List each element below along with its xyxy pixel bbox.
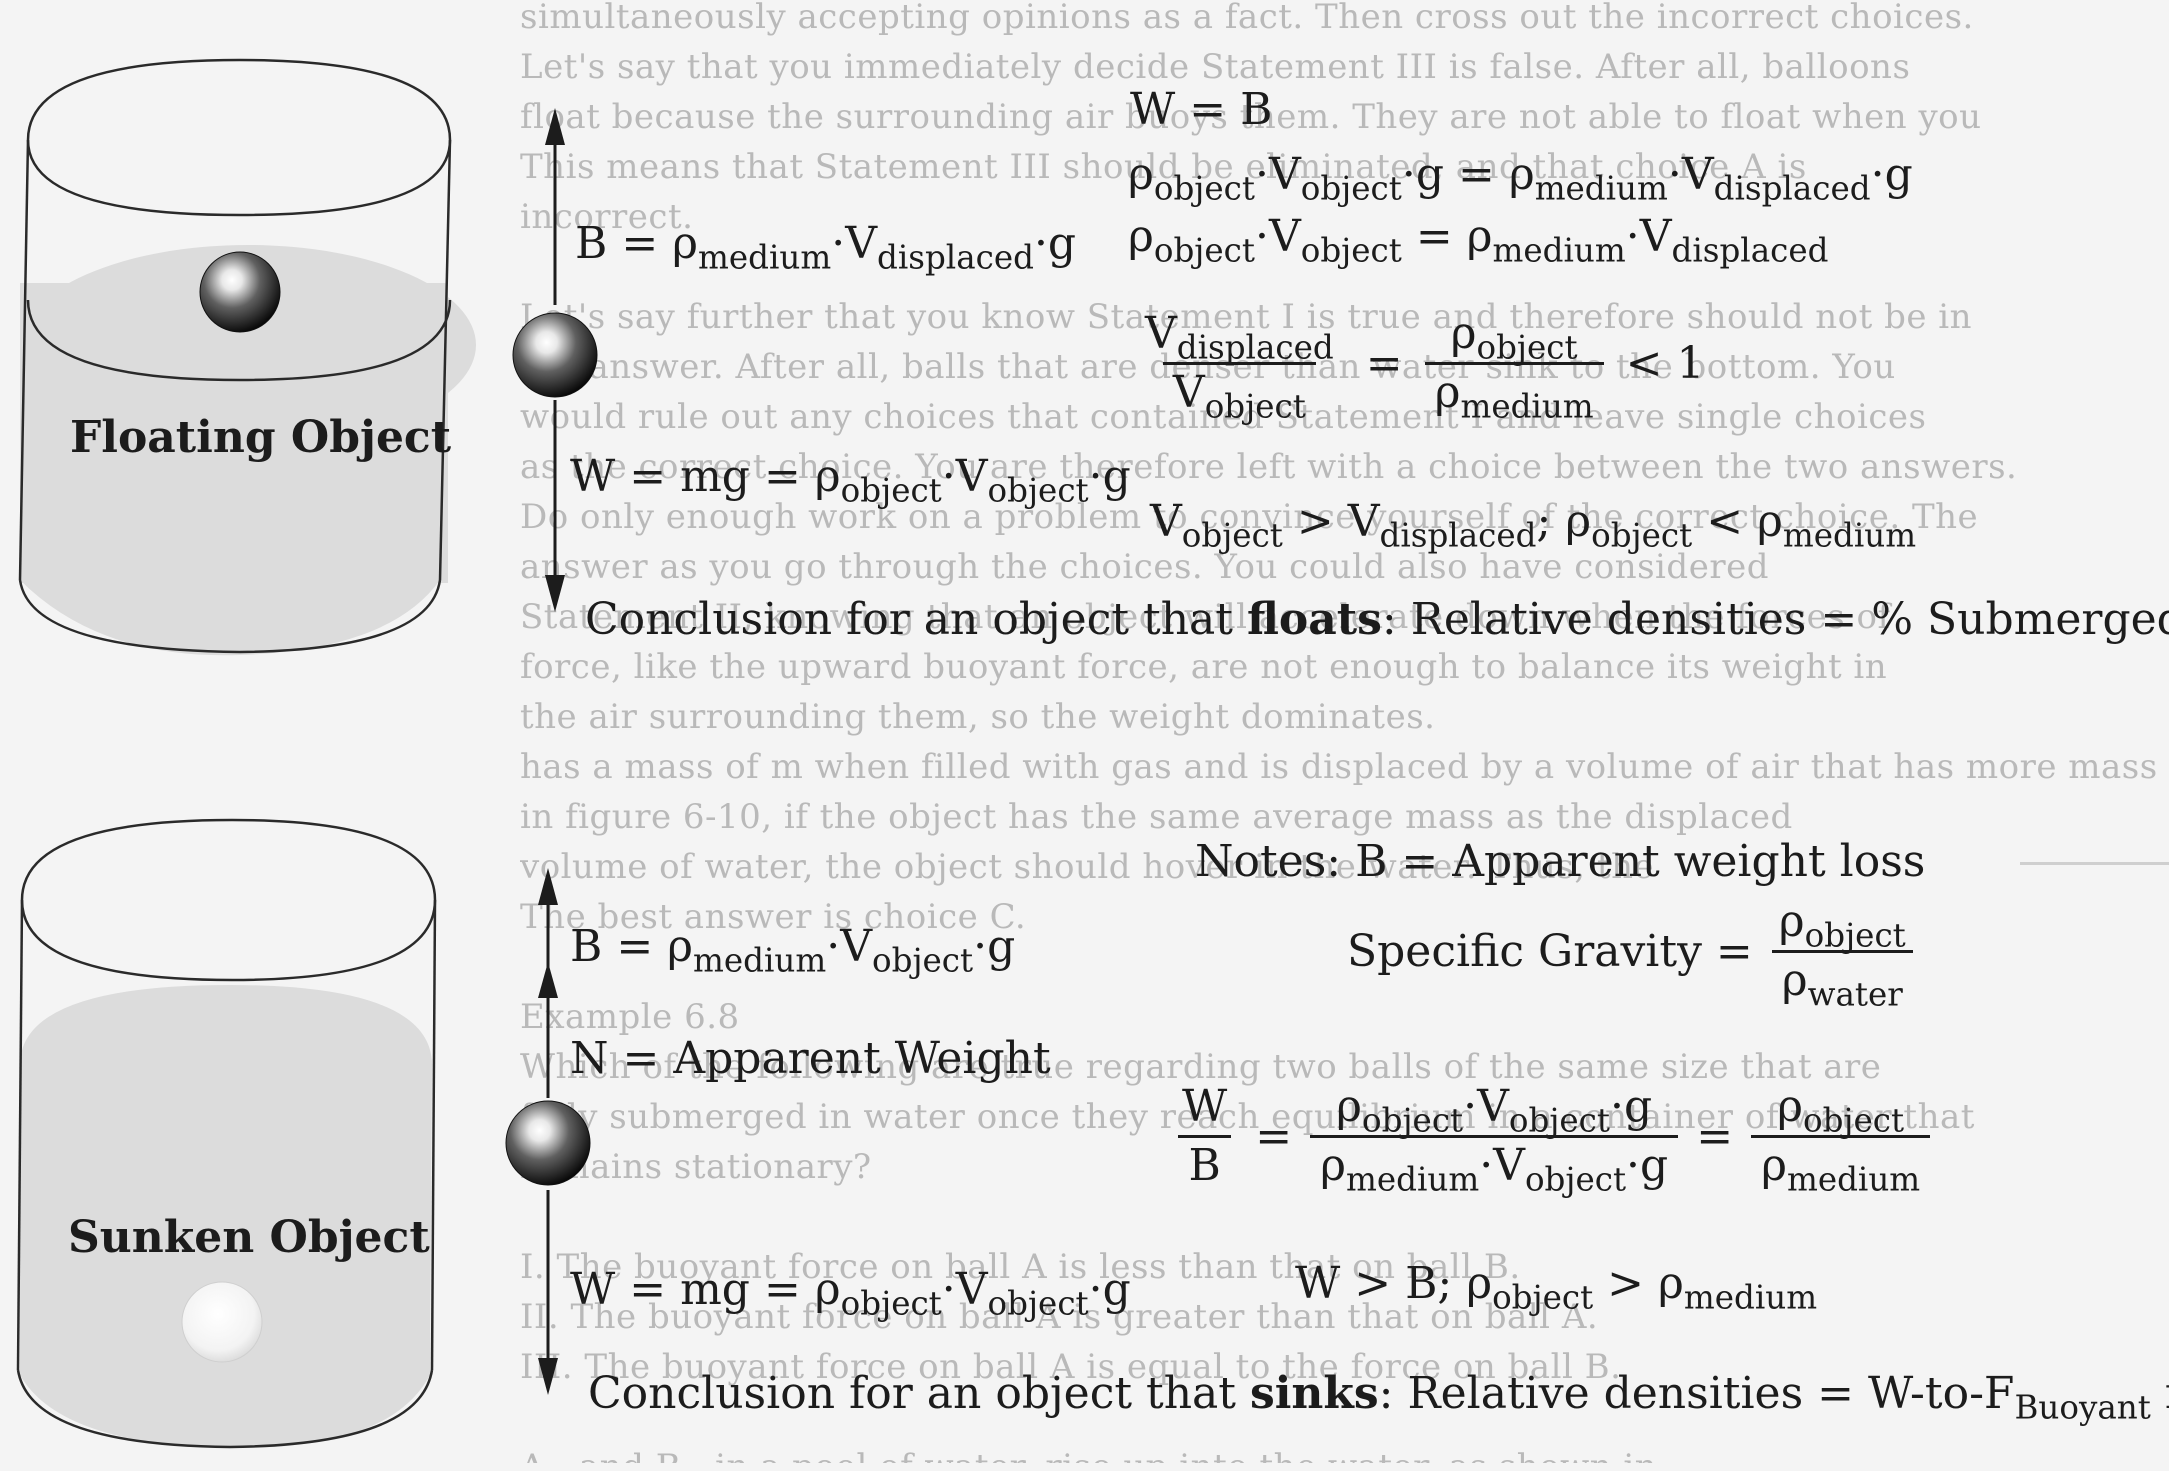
- background-text-line: II. The buoyant force on ball A is great…: [520, 1297, 1599, 1337]
- floating-force-ball: [512, 312, 598, 398]
- background-text-line: I. The buoyant force on ball A is less t…: [520, 1247, 1521, 1287]
- background-text-line: would rule out any choices that containe…: [520, 397, 1927, 437]
- equilibrium-equation: W = B: [1130, 84, 1273, 135]
- sunken-ball: [181, 1281, 263, 1363]
- background-text-line: has a mass of m when filled with gas and…: [520, 747, 2158, 787]
- background-text-line: answer as you go through the choices. Yo…: [520, 547, 1769, 587]
- equilibrium-expanded: ρobject·Vobject·g = ρmedium·Vdisplaced·g: [1128, 149, 1913, 208]
- normal-force-label: N = Apparent Weight: [570, 1033, 1051, 1084]
- floating-force-arrows: [545, 108, 565, 612]
- floating-ball: [199, 251, 281, 333]
- background-text-line: Let's say that you immediately decide St…: [520, 47, 1911, 87]
- buoyant-force-sunken: B = ρmedium·Vobject·g: [570, 921, 1016, 980]
- floating-object-label: Floating Object: [70, 412, 452, 463]
- background-text-line: This means that Statement III should be …: [520, 147, 1807, 187]
- background-text-line: incorrect.: [520, 197, 694, 237]
- sunken-object-label: Sunken Object: [68, 1212, 430, 1263]
- background-text-line: in figure 6-10, if the object has the sa…: [520, 797, 1793, 837]
- sunken-force-ball: [505, 1100, 591, 1186]
- background-rule: [2020, 862, 2169, 865]
- buoyant-force-floating: B = ρmedium·Vdisplaced·g: [575, 218, 1077, 277]
- sunken-force-arrows: [538, 868, 558, 1395]
- background-text-line: fully submerged in water once they reach…: [520, 1097, 1975, 1137]
- background-text: simultaneously accepting opinions as a f…: [520, 0, 2169, 1463]
- weight-buoyancy-ratio: W B = ρobject·Vobject·g ρmedium·Vobject·…: [1172, 1085, 1931, 1196]
- notes-text: Notes: B = Apparent weight loss: [1195, 836, 1926, 887]
- background-text-line: III. The buoyant force on ball A is equa…: [520, 1347, 1622, 1387]
- background-text-line: Which of the following are true regardin…: [520, 1047, 1882, 1087]
- background-text-line: simultaneously accepting opinions as a f…: [520, 0, 1974, 37]
- background-text-line: The best answer is choice C.: [520, 897, 1027, 937]
- floating-conclusion: Conclusion for an object that floats: Re…: [585, 594, 2169, 645]
- background-text-line: as the correct choice. You are therefore…: [520, 447, 2018, 487]
- equilibrium-simplified: ρobject·Vobject = ρmedium·Vdisplaced: [1128, 211, 1829, 270]
- background-text-line: Let's say further that you know Statemen…: [520, 297, 1973, 337]
- floating-inequality: Vobject > Vdisplaced; ρobject < ρmedium: [1150, 496, 1917, 555]
- specific-gravity-equation: Specific Gravity = ρobject ρwater: [1347, 900, 1916, 1011]
- background-text-line: A., and B., in a pool of water, rise up …: [520, 1442, 2169, 1463]
- background-text-line: the answer. After all, balls that are de…: [520, 347, 1896, 387]
- weight-sunken: W = mg = ρobject·Vobject·g: [570, 1264, 1131, 1323]
- background-text-line: Do only enough work on a problem to conv…: [520, 497, 1979, 537]
- sinking-inequality: W > B; ρobject > ρmedium: [1295, 1258, 1818, 1317]
- sunken-container: [16, 818, 437, 1449]
- background-text-line: Example 6.8: [520, 997, 740, 1037]
- floating-container: [18, 58, 476, 656]
- background-text-line: volume of water, the object should hover…: [520, 847, 1655, 887]
- background-text-line: force, like the upward buoyant force, ar…: [520, 647, 1888, 687]
- weight-floating: W = mg = ρobject·Vobject·g: [570, 451, 1131, 510]
- background-text-line: Statement II, knowing that an object wil…: [520, 597, 1891, 637]
- volume-density-ratio: Vdisplaced Vobject = ρobject ρmedium < 1: [1145, 308, 1705, 426]
- background-text-line: the air surrounding them, so the weight …: [520, 697, 1436, 737]
- sinking-conclusion: Conclusion for an object that sinks: Rel…: [588, 1368, 2169, 1427]
- background-text-line: float because the surrounding air buoys …: [520, 97, 1982, 137]
